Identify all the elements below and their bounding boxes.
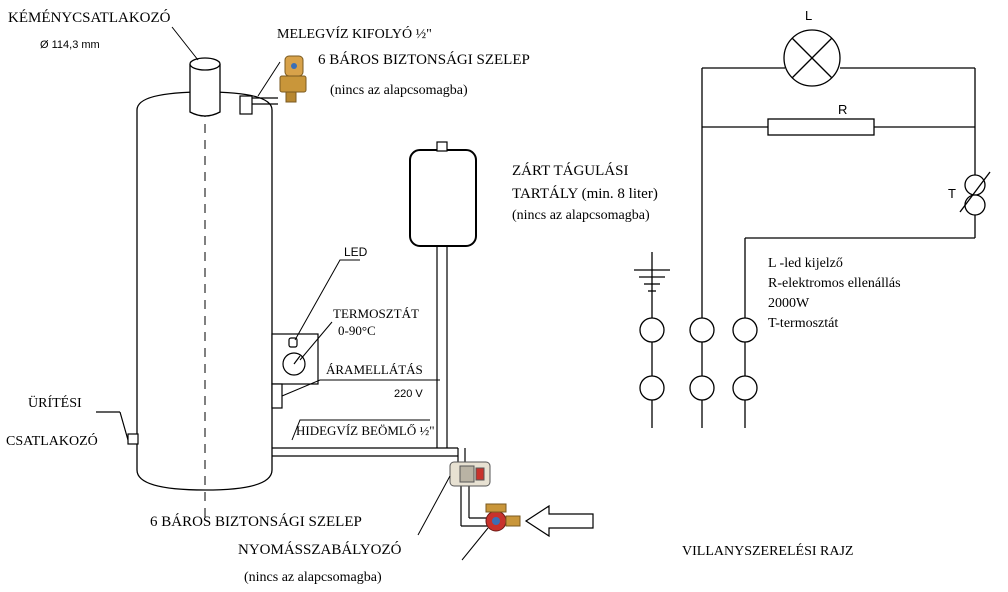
expansion-tank (409, 141, 477, 247)
legend-line-1: L -led kijelző (768, 256, 843, 271)
boiler-tank (136, 60, 273, 520)
pressure-regulator-label: NYOMÁSSZABÁLYOZÓ (238, 542, 402, 558)
wiring-title: VILLANYSZERELÉSI RAJZ (682, 544, 854, 559)
chimney-pipe (189, 57, 221, 117)
safety-valve-top-icon (279, 55, 307, 103)
legend-line-3: 2000W (768, 296, 810, 311)
thermostat-range-label: 0-90°C (338, 323, 376, 338)
cold-water-inlet-label: HIDEGVÍZ BEÖMLŐ ½" (296, 423, 435, 438)
drain-connector (96, 411, 139, 445)
terminal-circles (639, 317, 758, 401)
safety-valve-bottom-label: 6 BÁROS BIZTONSÁGI SZELEP (150, 514, 362, 530)
drain-label-1: ÜRÍTÉSI (28, 396, 82, 411)
lamp-icon (783, 29, 841, 87)
inflow-arrow-icon (524, 504, 594, 538)
hot-water-outlet-label: MELEGVÍZ KIFOLYÓ ½" (277, 27, 432, 42)
not-included-bottom-label: (nincs az alapcsomagba) (244, 570, 382, 585)
ground-icon (634, 269, 670, 292)
drain-label-2: CSATLAKOZÓ (6, 434, 98, 449)
control-box (271, 333, 319, 409)
expansion-tank-label-1: ZÁRT TÁGULÁSI (512, 163, 629, 179)
chimney-connector-label: KÉMÉNYCSATLAKOZÓ (8, 10, 171, 26)
legend-line-4: T-termosztát (768, 316, 839, 331)
voltage-label: 220 V (394, 388, 423, 400)
not-included-top-label: (nincs az alapcsomagba) (330, 83, 468, 98)
pressure-regulator-icon (485, 503, 521, 532)
resistor-label: R (838, 102, 848, 117)
wiring-diagram (651, 67, 976, 428)
resistor-icon (767, 118, 875, 136)
lamp-label: L (805, 8, 813, 23)
legend-line-2: R-elektromos ellenállás (768, 276, 901, 291)
safety-valve-bottom-icon (449, 461, 491, 487)
thermostat-icon (959, 171, 991, 216)
led-label: LED (344, 245, 368, 259)
power-supply-label: ÁRAMELLÁTÁS (326, 362, 423, 377)
expansion-tank-label-2: TARTÁLY (min. 8 liter) (512, 186, 658, 202)
hot-water-outlet (239, 95, 278, 115)
safety-valve-top-label: 6 BÁROS BIZTONSÁGI SZELEP (318, 52, 530, 68)
pipes (272, 246, 490, 527)
not-included-tank-label: (nincs az alapcsomagba) (512, 208, 650, 223)
chimney-diameter-label: Ø 114,3 mm (40, 39, 100, 51)
thermostat-symbol-label: T (948, 186, 956, 201)
thermostat-label: TERMOSZTÁT (333, 306, 419, 321)
